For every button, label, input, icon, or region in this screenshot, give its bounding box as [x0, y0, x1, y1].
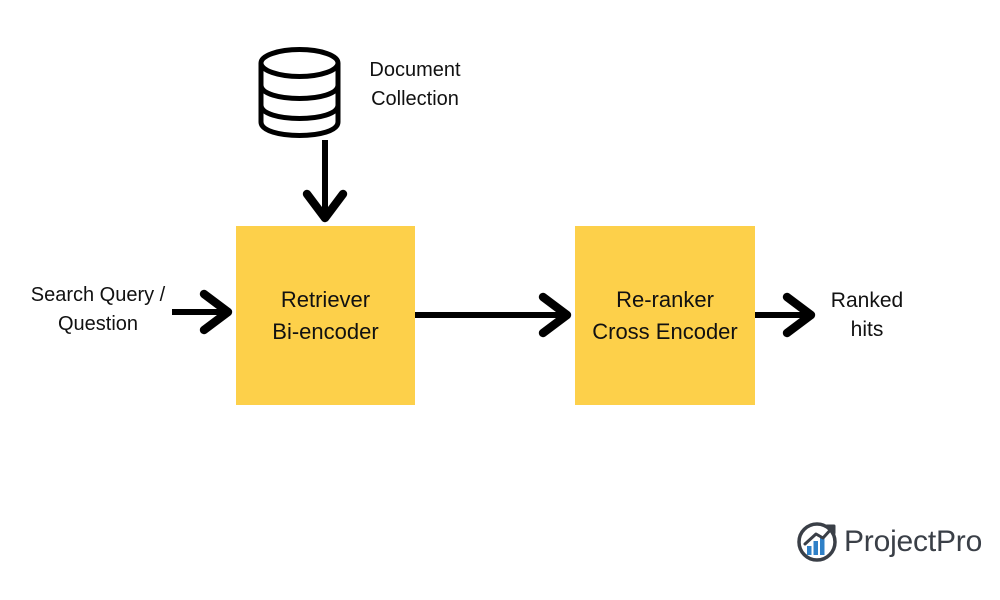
reranker-title: Re-ranker [616, 286, 714, 312]
projectpro-logo: ProjectPro [796, 520, 996, 564]
retriever-title: Retriever [280, 286, 371, 312]
reranker-box: Re-ranker Cross Encoder [575, 226, 755, 405]
retriever-subtitle: Bi-encoder [272, 318, 379, 344]
ranked-hits-line: hits [850, 318, 884, 341]
document-collection-label: Document Collection [350, 56, 480, 114]
search-query-line: Question [57, 313, 139, 335]
search-query-label: Search Query / Question [18, 281, 178, 339]
logo-text: ProjectPro [844, 525, 983, 558]
retriever-box: Retriever Bi-encoder [236, 226, 415, 405]
ranked-hits-line: Ranked [830, 289, 904, 312]
ranked-hits-label: Ranked hits [817, 286, 917, 344]
reranker-subtitle: Cross Encoder [592, 318, 738, 344]
document-collection-line: Collection [371, 88, 459, 110]
growth-chart-icon [797, 522, 837, 562]
database-icon [258, 47, 341, 138]
search-query-line: Search Query / [30, 284, 166, 306]
document-collection-line: Document [369, 59, 461, 81]
